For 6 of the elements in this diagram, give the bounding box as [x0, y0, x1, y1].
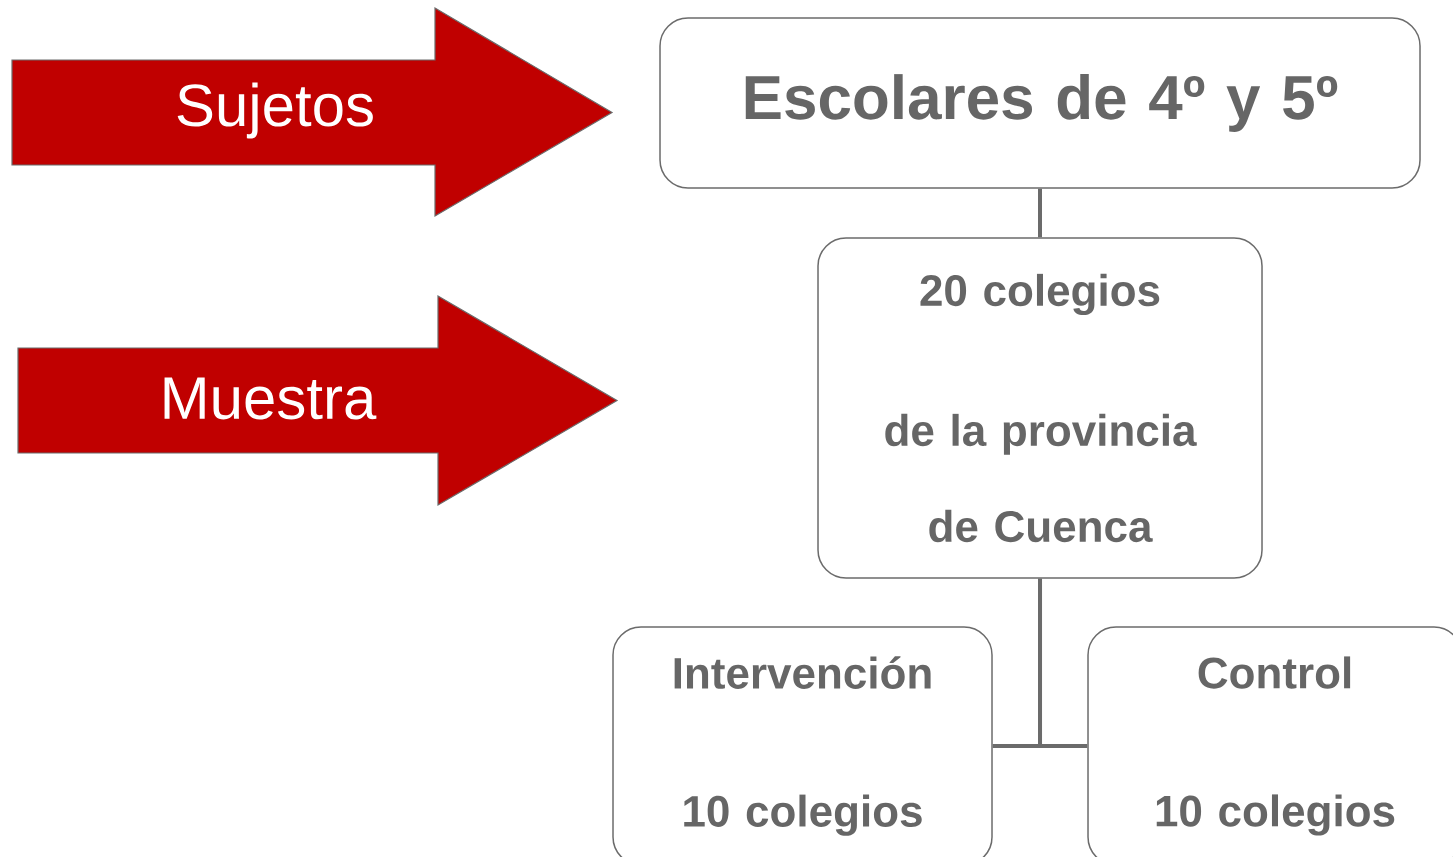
- rounded-box: Escolares de 4º y 5º: [659, 17, 1421, 189]
- rounded-box: Control 10 colegios: [1087, 626, 1453, 857]
- connector-line: [1038, 188, 1042, 238]
- rounded-box: Intervención 10 colegios: [612, 626, 993, 857]
- connector-line: [1038, 578, 1088, 748]
- rounded-box: 20 colegios de la provincia de Cuenca: [817, 237, 1263, 579]
